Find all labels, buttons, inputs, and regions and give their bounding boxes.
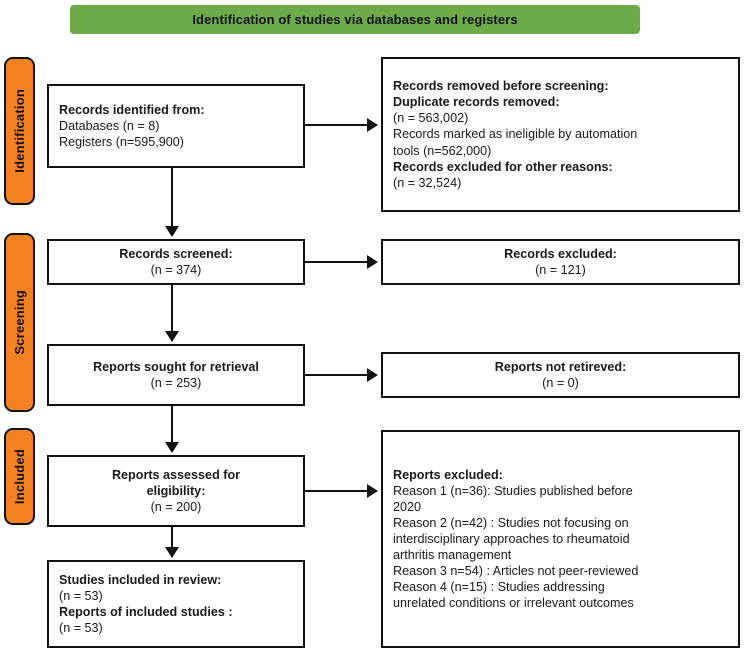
arrow-down-icon [165,226,179,237]
box-line: Reason 3 n=54) : Articles not peer-revie… [393,564,639,579]
arrow-down-icon [165,547,179,558]
box-line: (n = 563,002) [393,111,469,126]
box-reports-assessed-for-eligibility: Reports assessed for eligibility: (n = 2… [47,455,305,527]
box-line: Registers (n=595,900) [59,135,184,150]
arrow-right-icon [367,368,378,382]
connector-screened-to-excluded [305,261,369,264]
box-line: Reports excluded: [393,467,503,482]
box-line: Studies included in review: [59,572,222,587]
diagram-title: Identification of studies via databases … [192,12,518,27]
box-line: tools (n=562,000) [393,143,492,158]
box-reports-excluded: Reports excluded: Reason 1 (n=36): Studi… [381,430,740,648]
connector-identified-to-screened [171,168,174,228]
box-line: Reports not retireved: [494,359,627,374]
box-line: unrelated conditions or irrelevant outco… [393,596,634,611]
box-line: 2020 [393,499,422,514]
arrow-right-icon [367,484,378,498]
box-line: (n = 121) [535,263,586,277]
box-line: eligibility: [146,483,206,498]
box-line: Duplicate records removed: [393,95,560,110]
box-line: Records screened: [119,246,233,261]
connector-sought-to-not-retrieved [305,374,369,377]
box-line: arthritis management [393,548,512,563]
box-line: (n = 0) [542,376,579,390]
stage-label-included-text: Included [12,448,27,505]
box-line: Records excluded: [504,246,617,261]
box-line: (n = 253) [150,376,202,390]
stage-label-identification: Identification [4,57,35,205]
box-line: Reports of included studies : [59,605,233,619]
box-reports-sought-for-retrieval: Reports sought for retrieval (n = 253) [47,344,305,406]
arrow-down-icon [165,331,179,342]
box-line: Reason 1 (n=36): Studies published befor… [393,483,633,498]
connector-sought-to-assessed [171,406,174,444]
box-line: Reason 2 (n=42) : Studies not focusing o… [393,515,629,530]
box-records-screened: Records screened: (n = 374) [47,239,305,285]
stage-label-screening: Screening [4,233,35,412]
arrow-right-icon [367,118,378,132]
box-line: Reports sought for retrieval [93,359,259,374]
box-line: (n = 32,524) [393,175,462,190]
box-records-identified: Records identified from: Databases (n = … [47,84,305,168]
arrow-right-icon [367,255,378,269]
connector-identified-to-removed [305,124,369,127]
connector-assessed-to-reports-excluded [305,490,369,493]
box-line: Records marked as ineligible by automati… [393,127,638,142]
box-line: interdisciplinary approaches to rheumato… [393,531,630,546]
arrow-down-icon [165,442,179,453]
box-reports-not-retrieved: Reports not retireved: (n = 0) [381,352,740,398]
connector-assessed-to-included [171,527,174,549]
box-line: Reports assessed for [111,467,241,482]
stage-label-identification-text: Identification [12,89,27,173]
box-records-excluded: Records excluded: (n = 121) [381,239,740,285]
box-line: Records removed before screening: [393,79,609,94]
box-line: Records excluded for other reasons: [393,159,613,174]
box-records-removed-before-screening: Records removed before screening: Duplic… [381,57,740,212]
stage-label-screening-text: Screening [12,290,27,355]
box-line: Records identified from: [59,102,205,117]
box-studies-included-in-review: Studies included in review: (n = 53) Rep… [47,560,305,648]
box-line: (n = 53) [59,621,103,636]
box-line: (n = 200) [150,500,202,515]
box-line: Databases (n = 8) [59,118,160,133]
stage-label-included: Included [4,428,35,525]
connector-screened-to-sought [171,285,174,333]
box-line: (n = 374) [150,263,202,277]
box-line: Reason 4 (n=15) : Studies addressing [393,580,605,595]
diagram-header-banner: Identification of studies via databases … [70,5,640,34]
box-line: (n = 53) [59,588,103,603]
